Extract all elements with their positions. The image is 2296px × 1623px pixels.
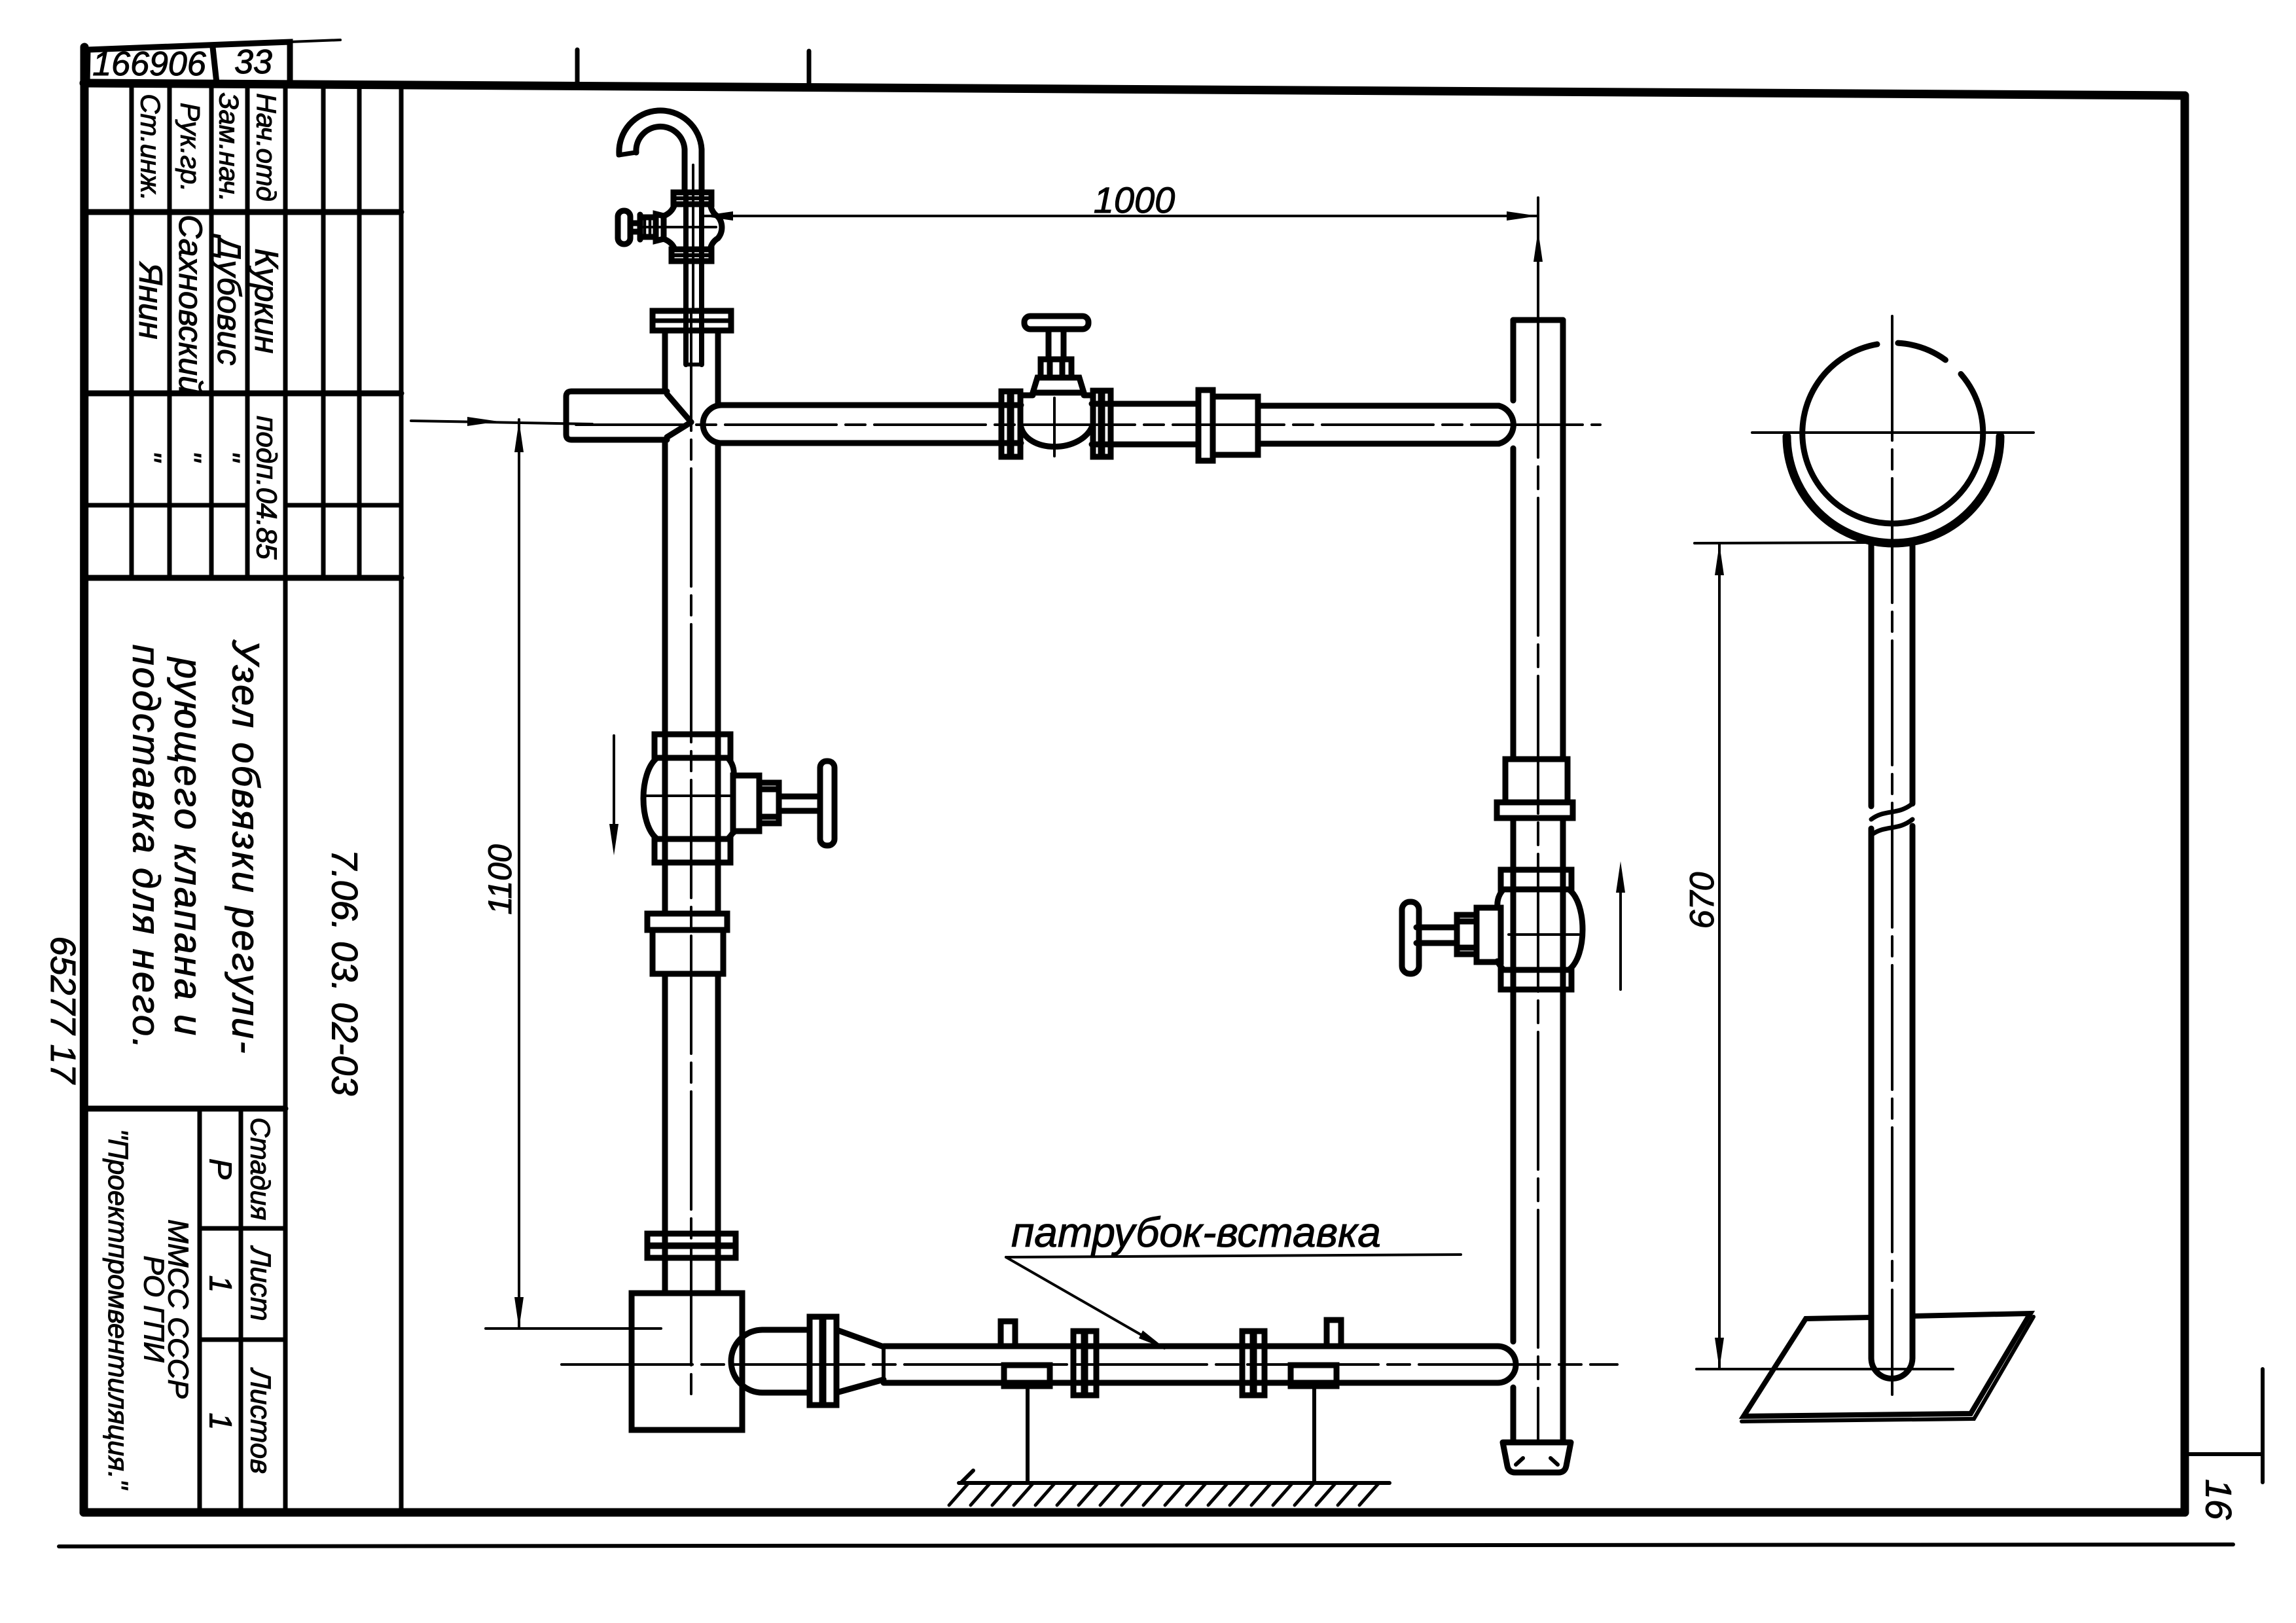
svg-text:": ": [134, 451, 168, 463]
svg-text:": ": [212, 451, 246, 463]
svg-text:Листов: Листов: [245, 1367, 277, 1474]
svg-text:Куркин: Куркин: [248, 249, 285, 354]
svg-text:1100: 1100: [482, 844, 518, 915]
svg-text:Стадия: Стадия: [245, 1117, 276, 1220]
svg-text:7.06. 03. 02-03: 7.06. 03. 02-03: [325, 849, 366, 1096]
svg-text:подп.04.85: подп.04.85: [251, 416, 283, 560]
svg-text:Лист: Лист: [245, 1245, 277, 1321]
svg-text:Зам.нач.: Зам.нач.: [214, 93, 245, 202]
svg-text:рующего клапана и: рующего клапана и: [167, 656, 209, 1037]
svg-text:65277 17: 65277 17: [43, 936, 82, 1084]
svg-text:Ст.инж.: Ст.инж.: [135, 94, 166, 201]
svg-text:16: 16: [2198, 1479, 2240, 1520]
svg-text:Узел обвязки регули-: Узел обвязки регули-: [224, 639, 267, 1055]
svg-text:33: 33: [234, 43, 272, 81]
svg-text:ММСС СССР: ММСС СССР: [162, 1219, 194, 1399]
svg-text:"Проектпромвентиляция.": "Проектпромвентиляция.": [102, 1129, 134, 1490]
svg-text:подставка для него.: подставка для него.: [125, 645, 168, 1051]
svg-text:Янин: Янин: [132, 261, 169, 340]
svg-text:1: 1: [203, 1413, 238, 1431]
svg-text:": ": [173, 451, 207, 463]
svg-text:Рук.гр.: Рук.гр.: [175, 103, 206, 192]
svg-text:670: 670: [1683, 872, 1721, 929]
svg-text:1000: 1000: [1094, 179, 1175, 221]
svg-text:патрубок-вставка: патрубок-вставка: [1011, 1209, 1381, 1256]
svg-text:РО ГПИ: РО ГПИ: [138, 1255, 170, 1363]
svg-text:Нач.отд: Нач.отд: [251, 93, 282, 201]
svg-text:166906: 166906: [92, 45, 206, 83]
svg-text:Сахновский: Сахновский: [172, 215, 209, 394]
svg-text:1: 1: [203, 1275, 238, 1293]
svg-text:Дубовис: Дубовис: [211, 234, 247, 366]
svg-text:Р: Р: [203, 1158, 238, 1179]
